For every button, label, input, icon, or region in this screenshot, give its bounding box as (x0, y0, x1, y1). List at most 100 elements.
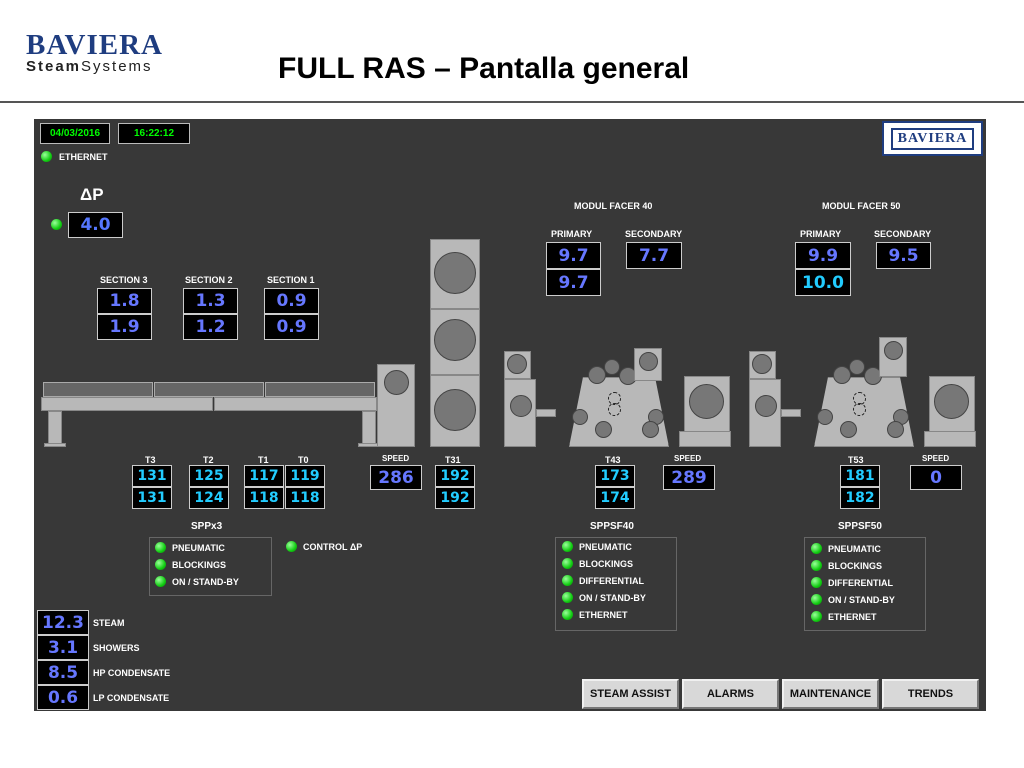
scada-panel: 04/03/2016 16:22:12 ETHERNET BAVIERA ΔP … (34, 119, 986, 711)
steam-label: STEAM (93, 618, 125, 628)
speed-2-value: 289 (663, 465, 715, 490)
t3-label: T3 (145, 455, 156, 465)
status-led (155, 542, 166, 553)
status-label: ETHERNET (579, 609, 628, 620)
sppx3-status-blockings: BLOCKINGS (155, 559, 226, 570)
status-led (155, 576, 166, 587)
sppsf40-status-box: PNEUMATIC BLOCKINGS DIFFERENTIAL ON / ST… (555, 537, 677, 631)
t1-value-bottom: 118 (244, 487, 284, 509)
section-1-value-bottom: 0.9 (264, 314, 319, 340)
sppsf40-status-differential: DIFFERENTIAL (562, 575, 644, 586)
status-led (562, 558, 573, 569)
facer-40-primary-top: 9.7 (546, 242, 601, 269)
status-label: ON / STAND-BY (828, 594, 895, 605)
status-label: BLOCKINGS (172, 559, 226, 570)
steam-systems-logo-text: SteamSystems (26, 58, 153, 75)
t31-label: T31 (445, 455, 461, 465)
section-3-label: SECTION 3 (100, 275, 148, 285)
status-label: PNEUMATIC (579, 541, 632, 552)
status-label: ON / STAND-BY (172, 576, 239, 587)
ethernet-status-led (41, 151, 52, 162)
status-label: BLOCKINGS (579, 558, 633, 569)
facer-40-primary-label: PRIMARY (551, 229, 593, 239)
t1-value-top: 117 (244, 465, 284, 487)
hp-condensate-value: 8.5 (37, 660, 89, 685)
t0-value-top: 119 (285, 465, 325, 487)
status-label: BLOCKINGS (828, 560, 882, 571)
t43-label: T43 (605, 455, 621, 465)
speed-3-label: SPEED (922, 454, 950, 463)
sppsf50-status-on-standby: ON / STAND-BY (811, 594, 895, 605)
status-led (811, 577, 822, 588)
facer-50-secondary-label: SECONDARY (874, 229, 932, 239)
showers-value: 3.1 (37, 635, 89, 660)
section-1-label: SECTION 1 (267, 275, 315, 285)
status-label: PNEUMATIC (828, 543, 881, 554)
sppsf50-status-blockings: BLOCKINGS (811, 560, 882, 571)
delta-p-label: ΔP (80, 185, 104, 204)
status-label: DIFFERENTIAL (828, 577, 893, 588)
t2-label: T2 (203, 455, 214, 465)
alarms-button[interactable]: ALARMS (682, 679, 779, 709)
sppx3-title: SPPx3 (191, 521, 223, 532)
delta-p-value: 4.0 (68, 212, 123, 238)
t31-value-bottom: 192 (435, 487, 475, 509)
t53-value-top: 181 (840, 465, 880, 487)
status-led (811, 560, 822, 571)
baviera-logo-text: BAVIERA (890, 127, 975, 150)
status-led (562, 609, 573, 620)
facer-40-secondary-value: 7.7 (626, 242, 682, 269)
speed-1-value: 286 (370, 465, 422, 490)
t1-label: T1 (258, 455, 269, 465)
trends-button[interactable]: TRENDS (882, 679, 979, 709)
slide-title: FULL RAS – Pantalla general (278, 52, 690, 85)
facer-50-primary-top: 9.9 (795, 242, 851, 269)
maintenance-button[interactable]: MAINTENANCE (782, 679, 879, 709)
sppx3-status-on-standby: ON / STAND-BY (155, 576, 239, 587)
section-2-value-top: 1.3 (183, 288, 238, 314)
date-display: 04/03/2016 (40, 123, 110, 144)
section-3-value-top: 1.8 (97, 288, 152, 314)
sppsf50-title: SPPSF50 (838, 521, 882, 532)
status-led (155, 559, 166, 570)
sppx3-status-box: PNEUMATIC BLOCKINGS ON / STAND-BY (149, 537, 272, 596)
status-led (811, 543, 822, 554)
facer-40-primary-bottom: 9.7 (546, 269, 601, 296)
sppsf50-status-box: PNEUMATIC BLOCKINGS DIFFERENTIAL ON / ST… (804, 537, 926, 631)
steam-assist-button[interactable]: STEAM ASSIST (582, 679, 679, 709)
sppsf40-status-ethernet: ETHERNET (562, 609, 628, 620)
hp-condensate-label: HP CONDENSATE (93, 668, 171, 678)
baviera-logo: BAVIERA (26, 29, 164, 61)
t3-value-top: 131 (132, 465, 172, 487)
t53-value-bottom: 182 (840, 487, 880, 509)
section-2-label: SECTION 2 (185, 275, 233, 285)
baviera-logo-badge: BAVIERA (882, 121, 983, 156)
time-text: 16:22:12 (133, 128, 175, 139)
facer-40-title: MODUL FACER 40 (574, 201, 653, 211)
control-delta-p-status: CONTROL ΔP (286, 541, 362, 552)
status-label: ETHERNET (828, 611, 877, 622)
status-label: ON / STAND-BY (579, 592, 646, 603)
delta-p-led (51, 219, 62, 230)
status-led (562, 575, 573, 586)
steam-value: 12.3 (37, 610, 89, 635)
facer-50-title: MODUL FACER 50 (822, 201, 901, 211)
sppsf40-status-pneumatic: PNEUMATIC (562, 541, 632, 552)
showers-label: SHOWERS (93, 643, 140, 653)
sppsf50-status-pneumatic: PNEUMATIC (811, 543, 881, 554)
status-led (286, 541, 297, 552)
sppsf50-status-differential: DIFFERENTIAL (811, 577, 893, 588)
lp-condensate-label: LP CONDENSATE (93, 693, 170, 703)
speed-2-label: SPEED (674, 454, 702, 463)
section-1-value-top: 0.9 (264, 288, 319, 314)
t53-label: T53 (848, 455, 864, 465)
t3-value-bottom: 131 (132, 487, 172, 509)
t2-value-bottom: 124 (189, 487, 229, 509)
t31-value-top: 192 (435, 465, 475, 487)
sppsf40-status-blockings: BLOCKINGS (562, 558, 633, 569)
status-led (811, 611, 822, 622)
speed-1-label: SPEED (382, 454, 410, 463)
sppx3-status-pneumatic: PNEUMATIC (155, 542, 225, 553)
t2-value-top: 125 (189, 465, 229, 487)
section-3-value-bottom: 1.9 (97, 314, 152, 340)
